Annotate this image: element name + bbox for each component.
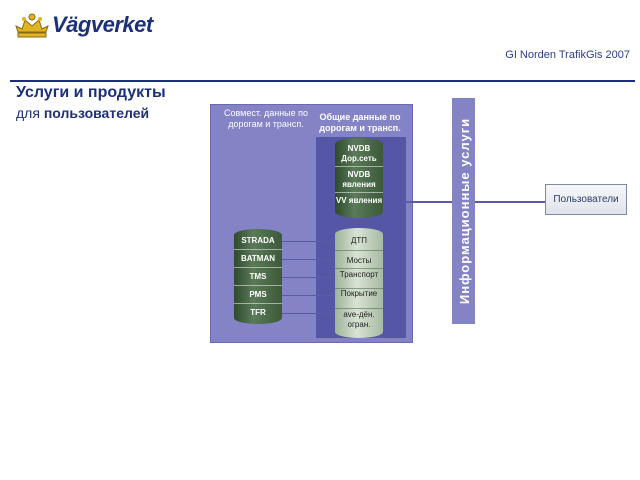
connector-to-services xyxy=(403,201,452,203)
cylinder-item-transport: Транспорт xyxy=(339,270,379,279)
cylinder-item-nvdb-road: NVDB Дор.сеть xyxy=(341,144,377,163)
nvdb-cylinder: NVDB Дор.сеть NVDB явления VV явления xyxy=(335,138,383,218)
info-services-band xyxy=(452,98,475,324)
cylinder-item-restrictions: ave-дён. огран. xyxy=(343,310,375,329)
subtitle-bold: пользователей xyxy=(43,105,150,121)
connector-line xyxy=(282,277,335,278)
header-divider xyxy=(10,80,635,82)
systems-cylinder: STRADA BATMAN TMS PMS TFR xyxy=(234,229,282,324)
thematic-cylinder: ДТП Мосты Транспорт Покрытие ave-дён. ог… xyxy=(335,228,383,338)
connector-line xyxy=(282,259,335,260)
cylinder-item-strada: STRADA xyxy=(241,236,275,245)
vagverket-logo xyxy=(12,6,152,44)
connector-line xyxy=(282,241,335,242)
subtitle-prefix: для xyxy=(16,105,40,121)
connector-line xyxy=(282,295,335,296)
cylinder-item-nvdb-phenomena: NVDB явления xyxy=(342,170,376,189)
logo-text: Vägverket xyxy=(52,12,153,37)
cylinder-item-batman: BATMAN xyxy=(240,254,276,263)
joint-data-label: Совмест. данные по дорогам и трансп. xyxy=(223,108,309,129)
cylinder-item-accidents: ДТП xyxy=(350,236,368,245)
page-title: Услуги и продукты xyxy=(16,84,166,101)
users-box: Пользователи xyxy=(545,184,627,215)
cylinder-item-vv-phenomena: VV явления xyxy=(335,196,383,205)
common-data-label: Общие данные по дорогам и трансп. xyxy=(319,112,401,133)
connector-line xyxy=(282,313,335,314)
cylinder-item-tms: TMS xyxy=(249,272,267,281)
info-services-label: Информационные услуги xyxy=(457,117,472,305)
crown-icon xyxy=(15,13,49,38)
header-caption: GI Norden TrafikGis 2007 xyxy=(505,49,630,61)
connector-to-users xyxy=(475,201,545,203)
cylinder-item-surface: Покрытие xyxy=(340,289,378,298)
cylinder-item-tfr: TFR xyxy=(250,308,266,317)
cylinder-item-pms: PMS xyxy=(249,290,267,299)
page-subtitle: для пользователей xyxy=(16,105,149,121)
cylinder-item-bridges: Мосты xyxy=(346,256,372,265)
